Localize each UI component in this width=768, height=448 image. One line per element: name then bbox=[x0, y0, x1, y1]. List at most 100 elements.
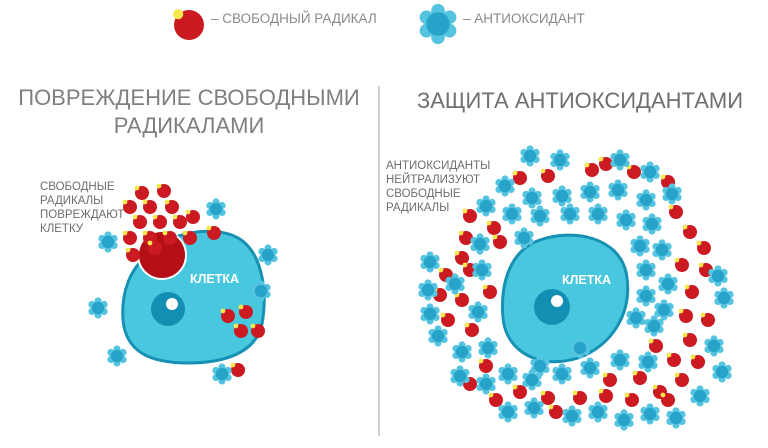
free-radical bbox=[220, 308, 235, 323]
antioxidant bbox=[450, 365, 470, 387]
antioxidant bbox=[530, 355, 550, 377]
antioxidant bbox=[714, 287, 734, 309]
free-radical bbox=[147, 240, 162, 255]
free-radical bbox=[206, 225, 221, 240]
right-nucleolus bbox=[551, 295, 563, 307]
free-radical bbox=[156, 183, 171, 198]
free-radical bbox=[132, 214, 147, 229]
free-radical bbox=[464, 322, 479, 337]
antioxidant bbox=[420, 251, 440, 273]
free-radical bbox=[134, 185, 149, 200]
free-radical bbox=[462, 208, 477, 223]
free-radical bbox=[486, 220, 501, 235]
antioxidant bbox=[520, 145, 540, 167]
antioxidant bbox=[418, 279, 438, 301]
free-radical bbox=[602, 372, 617, 387]
antioxidant bbox=[636, 189, 656, 211]
free-radical bbox=[512, 170, 527, 185]
antioxidant bbox=[560, 203, 580, 225]
antioxidant bbox=[502, 203, 522, 225]
free-radical bbox=[668, 204, 683, 219]
right-panel-title: ЗАЩИТА АНТИОКСИДАНТАМИ bbox=[416, 88, 744, 113]
free-radical bbox=[440, 312, 455, 327]
legend-free-radical-label: – СВОБОДНЫЙ РАДИКАЛ bbox=[211, 11, 377, 26]
free-radical bbox=[122, 199, 137, 214]
free-radical bbox=[122, 230, 137, 245]
left-note-line: РАДИКАЛЫ bbox=[40, 195, 104, 207]
antioxidant bbox=[616, 209, 636, 231]
free-radical bbox=[454, 250, 469, 265]
right-cell-label: КЛЕТКА bbox=[562, 273, 612, 287]
antioxidant bbox=[522, 187, 542, 209]
antioxidant bbox=[708, 265, 728, 287]
antioxidant bbox=[420, 303, 440, 325]
free-radical bbox=[185, 209, 200, 224]
antioxidant bbox=[524, 397, 544, 419]
free-radical bbox=[492, 234, 507, 249]
antioxidant bbox=[588, 203, 608, 225]
antioxidant bbox=[470, 233, 490, 255]
free-radical bbox=[648, 338, 663, 353]
cells-layer bbox=[121, 229, 629, 365]
antioxidant bbox=[476, 195, 496, 217]
free-radical bbox=[540, 390, 555, 405]
left-nucleolus bbox=[166, 298, 178, 310]
antioxidant bbox=[690, 385, 710, 407]
free-radical bbox=[482, 284, 497, 299]
antioxidant bbox=[258, 244, 278, 266]
free-radical bbox=[598, 388, 613, 403]
antioxidant bbox=[580, 357, 600, 379]
antioxidant bbox=[452, 341, 472, 363]
antioxidant bbox=[514, 227, 534, 249]
antioxidant bbox=[570, 337, 590, 359]
antioxidant bbox=[610, 149, 630, 171]
free-radical bbox=[164, 199, 179, 214]
legend-antioxidant-label: – АНТИОКСИДАНТ bbox=[463, 11, 585, 26]
antioxidant bbox=[495, 175, 515, 197]
free-radical bbox=[172, 214, 187, 229]
free-radical bbox=[162, 230, 177, 245]
antioxidant bbox=[614, 409, 634, 431]
free-radical bbox=[230, 362, 245, 377]
left-panel-title: ПОВРЕЖДЕНИЕ СВОБОДНЫМИ РАДИКАЛАМИ bbox=[0, 84, 378, 140]
free-radical bbox=[632, 370, 647, 385]
antioxidant bbox=[652, 239, 672, 261]
antioxidant bbox=[666, 407, 686, 429]
antioxidant bbox=[472, 259, 492, 281]
antioxidant bbox=[654, 299, 674, 321]
free-radical bbox=[572, 390, 587, 405]
left-note-line: СВОБОДНЫЕ bbox=[40, 181, 115, 193]
free-radical bbox=[690, 354, 705, 369]
antioxidant bbox=[588, 401, 608, 423]
antioxidant bbox=[552, 363, 572, 385]
free-radical bbox=[233, 323, 248, 338]
free-radical bbox=[700, 312, 715, 327]
left-title-line-1: ПОВРЕЖДЕНИЕ СВОБОДНЫМИ bbox=[18, 85, 360, 110]
antioxidant bbox=[608, 179, 628, 201]
antioxidant bbox=[98, 231, 118, 253]
free-radical bbox=[478, 358, 493, 373]
free-radical bbox=[660, 392, 675, 407]
right-note-line: НЕЙТРАЛИЗУЮТ bbox=[386, 174, 481, 186]
left-cell-nucleus bbox=[151, 292, 185, 326]
panel-divider bbox=[378, 86, 380, 436]
free-radical bbox=[238, 304, 253, 319]
antioxidant bbox=[658, 273, 678, 295]
free-radical bbox=[666, 352, 681, 367]
free-radical bbox=[678, 308, 693, 323]
free-radical bbox=[454, 292, 469, 307]
antioxidant bbox=[626, 307, 646, 329]
antioxidant bbox=[212, 363, 232, 385]
antioxidant bbox=[638, 351, 658, 373]
free-radical bbox=[684, 284, 699, 299]
free-radical bbox=[584, 162, 599, 177]
free-radical bbox=[250, 323, 265, 338]
antioxidant bbox=[251, 280, 271, 302]
antioxidant bbox=[552, 185, 572, 207]
antioxidant bbox=[107, 345, 127, 367]
left-title-line-2: РАДИКАЛАМИ bbox=[113, 113, 265, 138]
free-radical bbox=[182, 230, 197, 245]
free-radical bbox=[682, 224, 697, 239]
